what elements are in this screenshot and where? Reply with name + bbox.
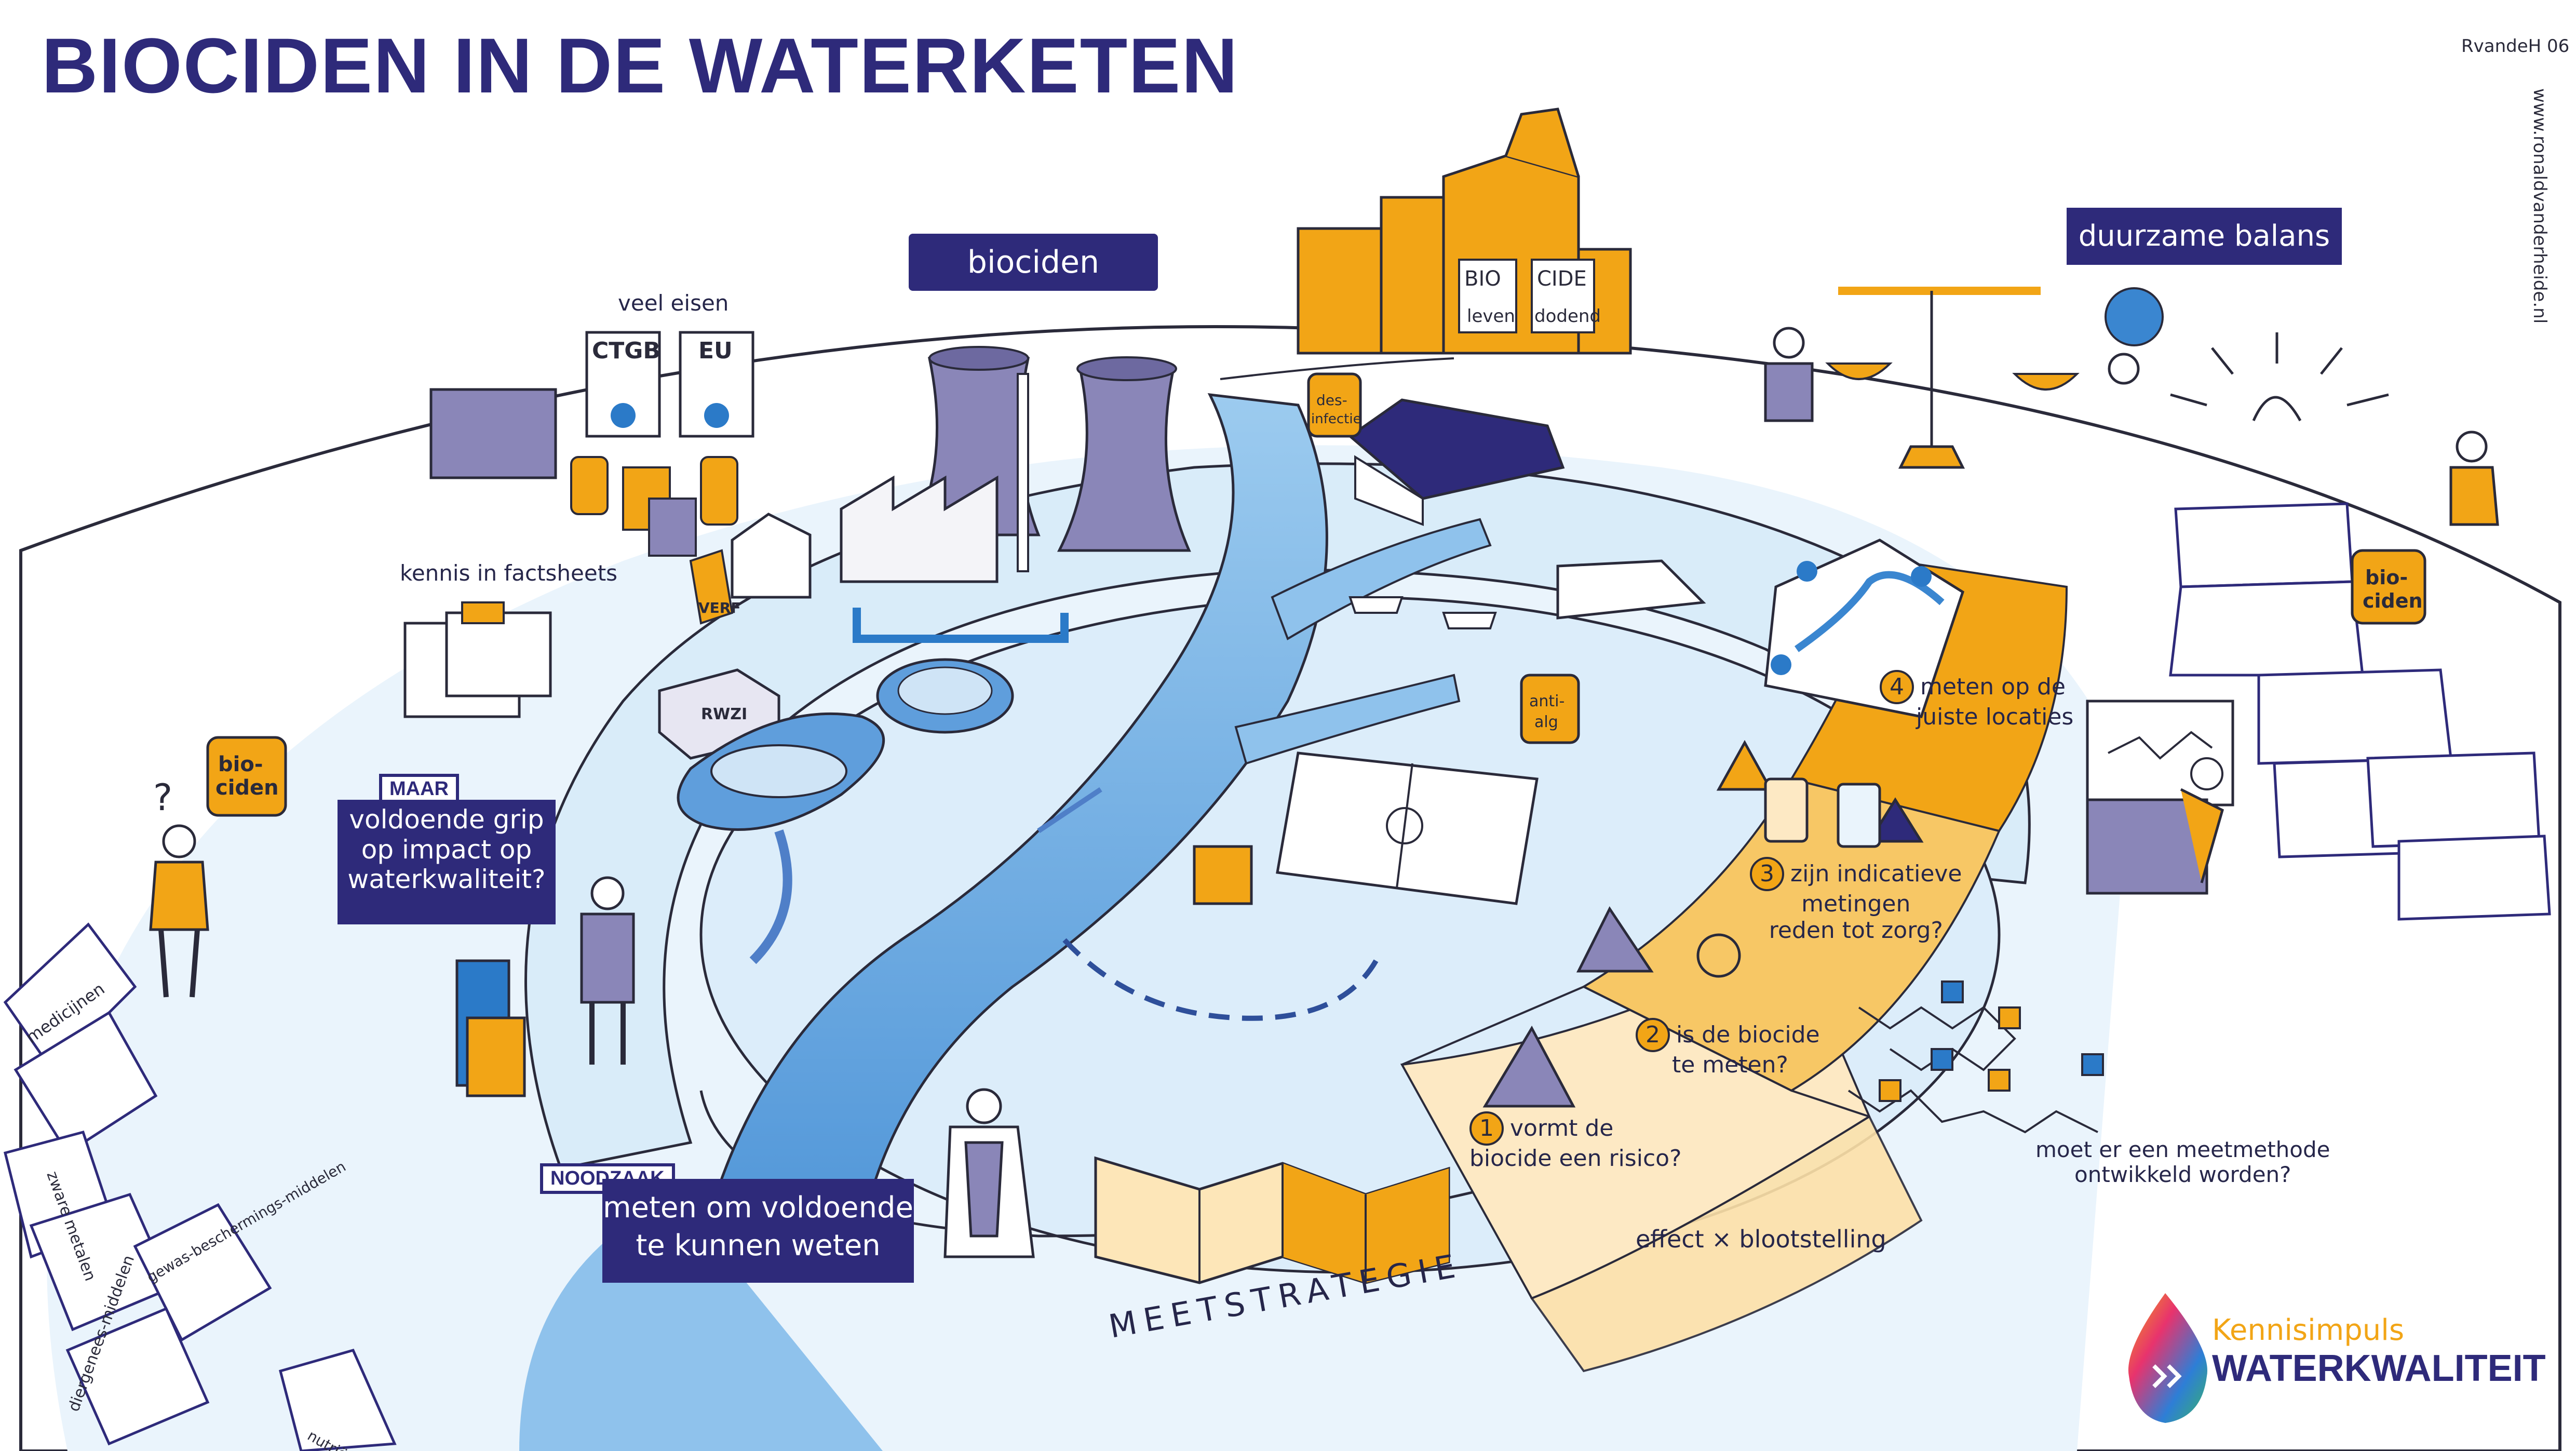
step-3-line2: metingen	[1801, 891, 1911, 917]
bio-label: BIO	[1464, 267, 1501, 291]
meetstrategie-map	[1094, 1156, 1450, 1284]
step-1-number: 1	[1469, 1111, 1504, 1146]
right-puzzle-ciden: ciden	[2363, 589, 2423, 612]
bio-meaning: leven	[1467, 306, 1515, 327]
noodzaak-box: meten om voldoende te kunnen weten	[602, 1179, 914, 1283]
warning-signs	[1482, 740, 1924, 1108]
left-storage	[403, 331, 754, 718]
antialg-label-1: anti-	[1529, 692, 1565, 710]
banner-biociden: biociden	[909, 234, 1158, 291]
noodzaak-tag: NOODZAAK	[540, 1163, 675, 1194]
question-mark: ?	[153, 776, 172, 819]
right-puzzle-bio: bio-	[2365, 566, 2408, 589]
noodzaak-text-2: te kunnen weten	[636, 1228, 881, 1262]
rwzi-plant	[658, 658, 1014, 831]
step-bands	[1400, 559, 2068, 1373]
maar-text-1: voldoende grip	[349, 804, 544, 835]
step-4-line2: juiste locaties	[1916, 704, 2074, 730]
power-plant	[840, 346, 1191, 643]
ctgb-label: CTGB	[592, 338, 660, 364]
logo-line1: Kennisimpuls	[2212, 1313, 2404, 1347]
left-puzzle-biociden-1: bio-	[218, 753, 263, 776]
balance-scale	[1825, 287, 2389, 469]
cide-label: CIDE	[1537, 267, 1587, 291]
veel-eisen-label: veel eisen	[618, 290, 729, 316]
location-map	[1764, 539, 1964, 718]
chemical-factory	[1297, 108, 1632, 355]
banner-duurzame-balans: duurzame balans	[2067, 208, 2342, 265]
molecules	[1847, 980, 2104, 1134]
step-4-line1: meten op de	[1920, 674, 2066, 700]
meetmethode-line1: moet er een meetmethode	[2035, 1137, 2330, 1162]
step-3-line1: zijn indicatieve	[1790, 861, 1962, 887]
people	[149, 327, 2499, 1258]
step-4-number: 4	[1880, 670, 1914, 704]
desinfectie-label-1: des-	[1316, 392, 1347, 409]
step-3-number: 3	[1750, 857, 1784, 891]
meetmethode-line2: ontwikkeld worden?	[2074, 1162, 2291, 1188]
effect-text: effect × blootstelling	[1636, 1225, 1886, 1253]
antialg-label-2: alg	[1534, 713, 1558, 731]
step-3-line3: reden tot zorg?	[1769, 917, 1943, 944]
village-scene	[689, 372, 1706, 1021]
page-title: BIOCIDEN IN DE WATERKETEN	[42, 22, 1239, 109]
step-2-line2: te meten?	[1672, 1052, 1788, 1078]
noodzaak-text-1: meten om voldoende	[602, 1191, 914, 1225]
step-2-line1: is de biocide	[1676, 1022, 1820, 1048]
rwzi-label: RWZI	[701, 705, 747, 723]
meetmethode-text: moet er een meetmethode ontwikkeld worde…	[2035, 1137, 2330, 1188]
river	[699, 357, 1492, 1258]
signature: RvandeH 06 22	[2461, 36, 2576, 57]
kennis-label: kennis in factsheets	[400, 560, 618, 586]
cide-meaning: dodend	[1534, 306, 1601, 327]
step-1-line1: vormt de	[1510, 1115, 1614, 1141]
kennisimpuls-logo-mark	[2128, 1293, 2207, 1423]
logo-line2: WATERKWALITEIT	[2212, 1348, 2546, 1390]
maar-text-2: op impact op	[361, 834, 532, 865]
maar-box: voldoende grip op impact op waterkwalite…	[338, 800, 556, 924]
maar-text-3: waterkwaliteit?	[347, 864, 546, 894]
logo-text: Kennisimpuls WATERKWALITEIT	[2212, 1313, 2546, 1390]
analyst-workstation	[2086, 700, 2234, 895]
left-puzzle-biociden-2: ciden	[215, 776, 279, 800]
website: www.ronaldvanderheide.nl	[2529, 88, 2550, 324]
right-puzzle	[2169, 502, 2551, 921]
step-2-number: 2	[1636, 1018, 1670, 1052]
desinfectie-label-2: infectie	[1311, 411, 1361, 427]
step-1-line2: biocide een risico?	[1469, 1145, 1682, 1172]
verf-label: VERF	[698, 599, 740, 616]
left-puzzle	[3, 736, 397, 1451]
eu-label: EU	[698, 338, 733, 364]
